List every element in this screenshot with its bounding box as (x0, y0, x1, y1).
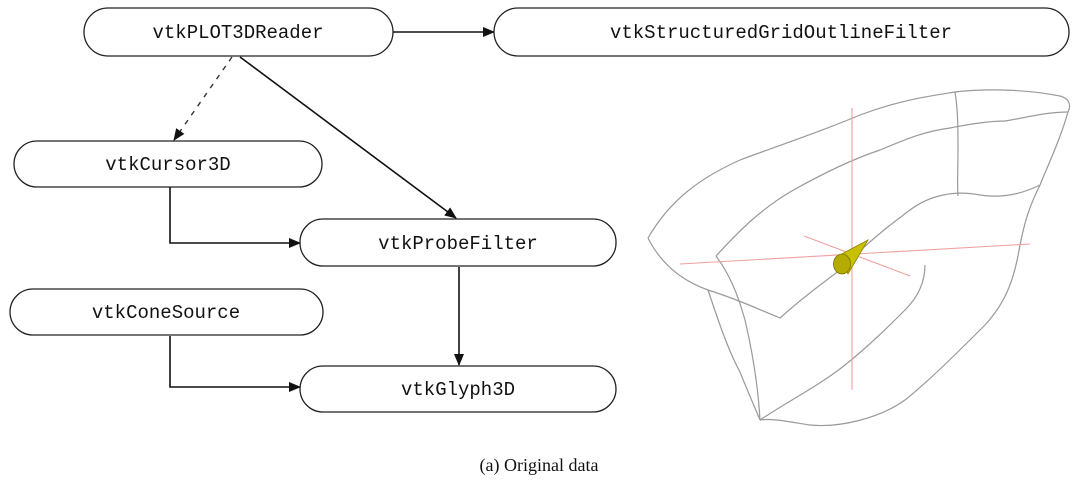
node-label: vtkGlyph3D (401, 379, 515, 401)
cone-glyph-base (833, 253, 851, 275)
node-vtkglyph3d: vtkGlyph3D (299, 365, 617, 413)
node-vtkplot3dreader: vtkPLOT3DReader (83, 7, 394, 57)
edge-reader-to-probe (239, 56, 457, 219)
node-label: vtkProbeFilter (378, 233, 538, 255)
node-vtkprobefilter: vtkProbeFilter (299, 218, 617, 267)
figure-caption: (a) Original data (480, 455, 599, 476)
edge-cursor-to-probe (169, 186, 301, 248)
node-label: vtkCursor3D (105, 154, 230, 176)
node-vtkcursor3d: vtkCursor3D (13, 140, 323, 188)
node-label: vtkPLOT3DReader (152, 22, 323, 44)
edge-reader-to-cursor (173, 56, 233, 141)
rendered-dataset-view (647, 89, 1071, 427)
node-vtkconesource: vtkConeSource (9, 288, 324, 336)
cone-glyph (833, 238, 870, 275)
edge-cone-to-glyph (169, 336, 301, 392)
pipeline-edges (169, 27, 495, 392)
node-label: vtkConeSource (92, 302, 240, 324)
structured-grid-outline (647, 89, 1071, 427)
node-label: vtkStructuredGridOutlineFilter (610, 22, 952, 44)
node-vtkstructuredgridoutlinefilter: vtkStructuredGridOutlineFilter (493, 7, 1070, 57)
